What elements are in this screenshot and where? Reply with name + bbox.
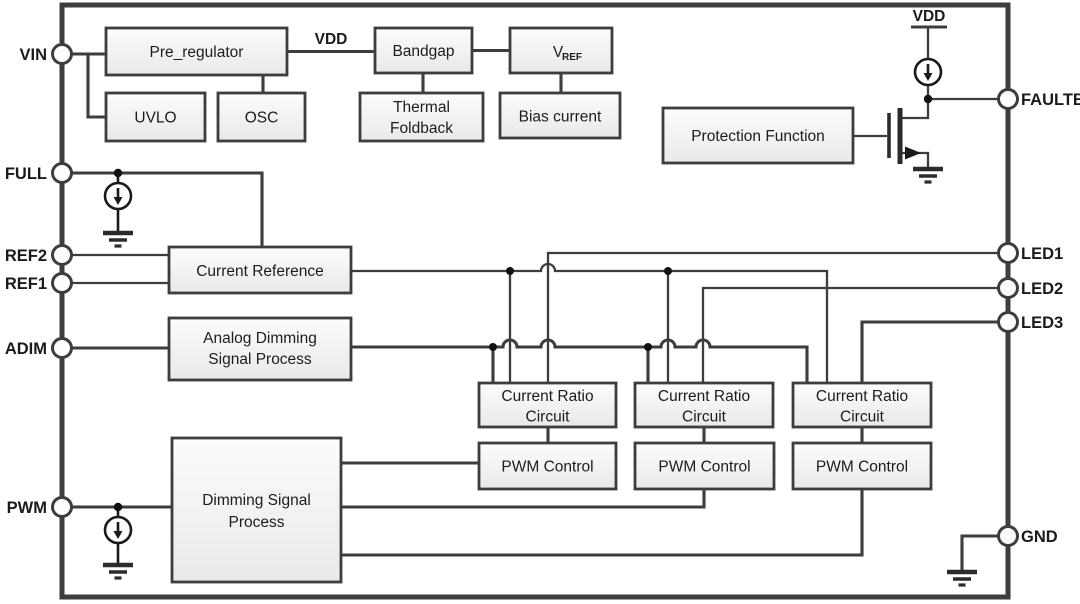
block-label-main: V bbox=[553, 44, 564, 61]
block-label-line2: Circuit bbox=[682, 409, 727, 426]
wire-led1 bbox=[546, 251, 1008, 383]
pin-labels: VIN FULL REF2 REF1 ADIM PWM FAULTB LED1 … bbox=[5, 46, 1080, 546]
wires bbox=[62, 25, 1008, 570]
block-pre-regulator: Pre_regulator bbox=[104, 26, 289, 77]
block-label: Protection Function bbox=[691, 128, 825, 145]
block-current-ratio-1: Current Ratio Circuit bbox=[477, 381, 618, 429]
block-label-line1: Current Ratio bbox=[658, 388, 750, 405]
block-label-line2: Foldback bbox=[390, 120, 453, 137]
wire-adim-out bbox=[351, 338, 809, 383]
ground-icon-mosfet bbox=[913, 166, 943, 184]
current-source-icon-pwm bbox=[103, 507, 133, 563]
block-bias-current: Bias current bbox=[498, 91, 622, 140]
pin-label-vin: VIN bbox=[19, 46, 47, 64]
block-label: Bandgap bbox=[392, 43, 454, 60]
block-label: Pre_regulator bbox=[150, 44, 244, 61]
block-label: UVLO bbox=[134, 110, 176, 127]
pin-pwm bbox=[51, 496, 73, 518]
wire-current-reference-out bbox=[351, 262, 829, 383]
block-uvlo: UVLO bbox=[104, 91, 207, 143]
block-label-line1: Analog Dimming bbox=[203, 330, 317, 347]
ground-icon-gnd bbox=[947, 569, 977, 587]
block-label-line2: Process bbox=[229, 514, 285, 531]
pin-label-led3: LED3 bbox=[1021, 314, 1063, 332]
pin-ref2 bbox=[51, 244, 73, 266]
pin-gnd bbox=[997, 525, 1019, 547]
block-pwm-control-2: PWM Control bbox=[633, 441, 776, 491]
pin-faultb bbox=[997, 88, 1019, 110]
ground-icon-full bbox=[103, 230, 133, 248]
block-vref: V REF bbox=[508, 26, 614, 75]
pin-led1 bbox=[997, 242, 1019, 264]
net-label-vdd-rail: VDD bbox=[913, 8, 946, 25]
block-label-line1: Current Ratio bbox=[816, 388, 908, 405]
pin-label-full: FULL bbox=[5, 165, 47, 183]
block-current-ratio-3: Current Ratio Circuit bbox=[791, 381, 933, 429]
junction-dots bbox=[113, 94, 933, 512]
block-label-line1: Dimming Signal bbox=[202, 492, 311, 509]
block-label-line2: Circuit bbox=[526, 409, 571, 426]
block-osc: OSC bbox=[216, 91, 307, 143]
block-label: PWM Control bbox=[501, 459, 593, 476]
block-label-line2: Signal Process bbox=[208, 351, 312, 368]
wire-dimming-out-3 bbox=[341, 489, 864, 557]
pin-circles bbox=[51, 43, 1019, 547]
wire-gnd bbox=[960, 534, 1008, 570]
pin-label-ref2: REF2 bbox=[5, 247, 47, 265]
block-label-line1: Thermal bbox=[393, 99, 450, 116]
pin-label-faultb: FAULTB bbox=[1021, 91, 1080, 109]
pin-ref1 bbox=[51, 272, 73, 294]
pin-label-gnd: GND bbox=[1021, 528, 1058, 546]
chip-boundary bbox=[59, 2, 1011, 600]
pin-led3 bbox=[997, 311, 1019, 333]
pin-full bbox=[51, 162, 73, 184]
block-label-subscript: REF bbox=[562, 52, 582, 63]
block-label-line1: Current Ratio bbox=[501, 388, 593, 405]
net-label-vdd-wire: VDD bbox=[315, 31, 348, 48]
wire-led2 bbox=[701, 286, 1008, 383]
pin-adim bbox=[51, 337, 73, 359]
pin-label-led2: LED2 bbox=[1021, 280, 1063, 298]
block-pwm-control-1: PWM Control bbox=[477, 441, 618, 491]
block-analog-dimming: Analog Dimming Signal Process bbox=[167, 316, 353, 382]
block-protection-function: Protection Function bbox=[661, 106, 855, 165]
nmos-transistor-icon bbox=[887, 108, 921, 164]
block-current-ratio-2: Current Ratio Circuit bbox=[633, 381, 775, 429]
current-source-icon-faultb bbox=[913, 57, 943, 87]
block-label: OSC bbox=[245, 110, 279, 127]
wire-vin bbox=[62, 52, 106, 119]
pin-vin bbox=[51, 43, 73, 65]
pin-label-pwm: PWM bbox=[7, 499, 47, 517]
pin-label-ref1: REF1 bbox=[5, 275, 47, 293]
block-thermal-foldback: Thermal Foldback bbox=[358, 91, 485, 143]
wire-dimming-out-2 bbox=[341, 489, 706, 509]
current-source-icon-full bbox=[103, 173, 133, 231]
block-dimming-signal: Dimming Signal Process bbox=[170, 436, 343, 584]
pin-label-adim: ADIM bbox=[5, 340, 47, 358]
block-label: Bias current bbox=[519, 109, 602, 126]
pin-label-led1: LED1 bbox=[1021, 245, 1063, 263]
block-label: PWM Control bbox=[816, 459, 908, 476]
wire-led3 bbox=[860, 320, 1008, 383]
wire-faultb-node bbox=[853, 27, 1008, 167]
ground-icon-pwm bbox=[103, 562, 133, 580]
block-label: Current Reference bbox=[196, 263, 324, 280]
pin-led2 bbox=[997, 277, 1019, 299]
block-bandgap: Bandgap bbox=[373, 26, 474, 75]
wire-full bbox=[62, 171, 264, 247]
block-pwm-control-3: PWM Control bbox=[791, 441, 933, 491]
block-label-line2: Circuit bbox=[840, 409, 885, 426]
block-current-reference: Current Reference bbox=[167, 245, 353, 295]
block-label: PWM Control bbox=[658, 459, 750, 476]
